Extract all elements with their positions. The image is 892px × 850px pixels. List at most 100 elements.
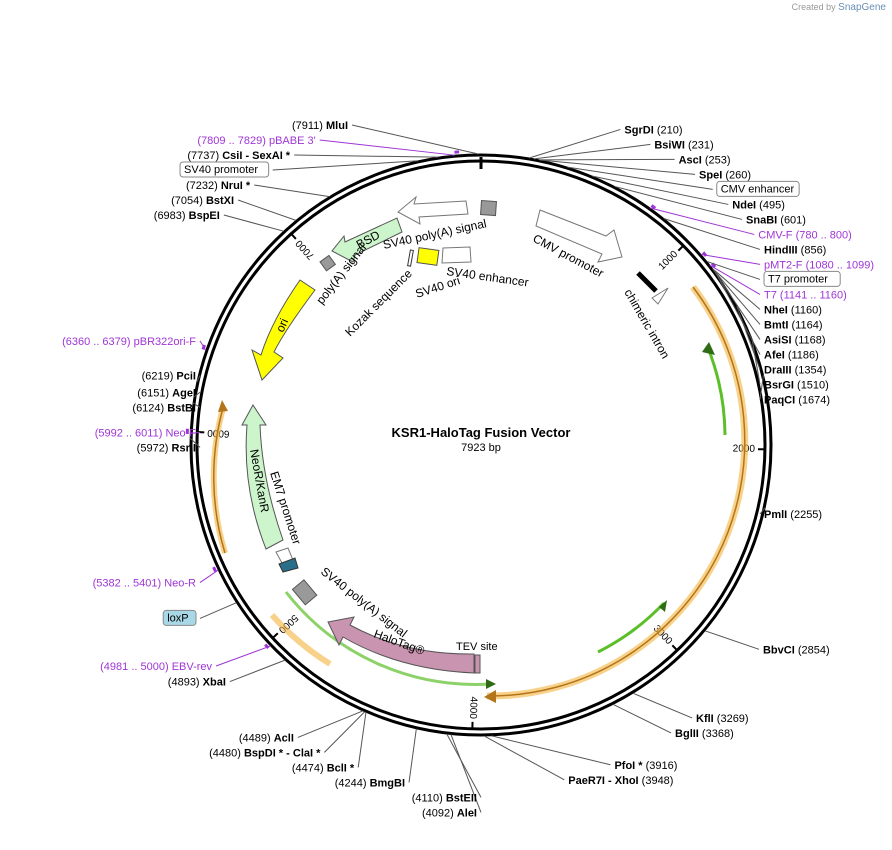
cmv-promoter-arrow <box>535 209 623 263</box>
site-pos: (7054) <box>171 195 206 207</box>
site-pos: (6219) <box>142 370 177 382</box>
site-leader-line <box>254 184 330 198</box>
primer-name: Neo-R <box>164 578 196 590</box>
tick-mark <box>290 233 297 240</box>
site-name: KflI <box>696 713 714 725</box>
sv40-polya-top-arrow <box>397 195 469 225</box>
feature-box-label: CMV enhancer <box>721 183 795 195</box>
site-name: NheI <box>764 304 788 316</box>
primer-pos: (5382 .. 5401) <box>93 578 165 590</box>
site-name: AsiSI <box>764 334 792 346</box>
kozak-label: Kozak sequence <box>342 266 415 339</box>
site-leader-line <box>357 712 367 768</box>
site-pos: (6151) <box>137 387 172 399</box>
site-name: BsrGI <box>764 379 794 391</box>
site-label: (4489) AclI <box>239 732 294 744</box>
site-pos: (601) <box>777 214 806 226</box>
site-leader-line <box>190 431 201 435</box>
sv40-ori-marker <box>407 249 414 267</box>
site-name: SpeI <box>699 169 722 181</box>
site-pos: (4110) <box>412 792 446 804</box>
site-label: BglII (3368) <box>675 728 734 740</box>
site-name: NdeI <box>732 199 756 211</box>
site-labels: (7911) MluI(7809 .. 7829) pBABE 3'(7737)… <box>62 120 874 819</box>
site-label: DraIII (1354) <box>764 364 826 376</box>
ori-arrow <box>251 279 316 381</box>
feature-label-box <box>179 161 270 178</box>
neor-arrow <box>241 404 284 550</box>
site-label: (4893) XbaI <box>168 677 226 689</box>
site-leader-line <box>713 269 761 340</box>
site-label: BsiWI (231) <box>654 139 713 151</box>
site-label: (7911) MluI <box>292 120 348 132</box>
site-name: BstBI <box>167 402 196 414</box>
site-name: NruI * <box>221 180 251 192</box>
site-pos: (1510) <box>794 379 829 391</box>
site-name: BbvCI <box>763 644 795 656</box>
site-pos: (495) <box>756 199 785 211</box>
tick-mark <box>677 245 685 252</box>
site-label: (6124) BstBI <box>132 402 196 414</box>
green-arrow-1 <box>706 347 727 436</box>
feature-group <box>210 195 749 703</box>
sv40-polya-bottom-box <box>291 579 318 606</box>
primer-pos: (1080 .. 1099) <box>806 259 875 271</box>
site-label: PaqCI (1674) <box>764 394 830 406</box>
primer-name: pBABE 3' <box>269 135 316 147</box>
site-pos: (1354) <box>792 364 827 376</box>
primer-pos: (5992 .. 6011) <box>95 427 166 439</box>
site-pos: (231) <box>685 139 714 151</box>
tev-label: TEV site <box>456 641 498 653</box>
site-leader-line <box>706 260 761 280</box>
site-label: (7232) NruI * <box>186 180 251 192</box>
site-leader-line <box>199 569 219 583</box>
polya-signal-box <box>319 254 337 272</box>
site-label: AscI (253) <box>679 154 731 166</box>
site-leader-line <box>223 214 284 232</box>
kozak-yellow-box <box>416 247 440 266</box>
primer-pos: (6360 .. 6379) <box>62 336 134 348</box>
site-label: (6151) AgeI <box>137 387 196 399</box>
site-label: SgrDI (210) <box>624 124 682 136</box>
site-label: CMV-F (780 .. 800) <box>758 229 852 241</box>
site-name: RsrII <box>172 442 196 454</box>
site-pos: (2854) <box>795 644 830 656</box>
site-pos: (5972) <box>137 442 172 454</box>
site-label: (5992 .. 6011) Neo-F <box>95 427 197 439</box>
site-pos: (7911) <box>292 120 326 132</box>
site-pos: (4893) <box>168 677 203 689</box>
site-leader-line <box>649 207 755 235</box>
site-pos: (7232) <box>186 180 221 192</box>
bsd-arrow <box>331 217 403 263</box>
orf-band-arrow <box>484 690 496 703</box>
site-leader-line <box>351 124 479 155</box>
site-name: AfeI <box>764 349 785 361</box>
site-leader-line <box>533 143 651 160</box>
site-name: BstXI <box>206 195 234 207</box>
plasmid-name: KSR1-HaloTag Fusion Vector <box>392 425 571 440</box>
site-label: (7054) BstXI <box>171 195 234 207</box>
site-label: (4480) BspDI * - ClaI * <box>209 747 321 759</box>
site-label: (5972) RsrII <box>137 442 196 454</box>
site-pos: (3916) <box>643 760 678 772</box>
site-pos: (7737) <box>187 150 222 162</box>
site-leader-line <box>229 659 286 683</box>
tick-mark <box>271 632 279 639</box>
site-leader-line <box>529 128 621 159</box>
site-pos: (3368) <box>699 728 734 740</box>
site-name: BmgBI <box>370 777 405 789</box>
site-name: AclI <box>274 732 294 744</box>
site-label: SpeI (260) <box>699 169 751 181</box>
site-name: SgrDI <box>624 124 653 136</box>
site-pos: (4244) <box>335 777 370 789</box>
site-leader-line <box>632 692 693 719</box>
site-extra: - ClaI * <box>283 747 321 759</box>
site-label: PaeR7I - XhoI (3948) <box>568 775 673 787</box>
site-leader-line <box>294 154 439 158</box>
primer-name: CMV-F <box>758 229 795 241</box>
site-leader-line <box>189 437 201 448</box>
site-label: (4981 .. 5000) EBV-rev <box>100 661 212 673</box>
site-label: BsrGI (1510) <box>764 379 829 391</box>
chimeric-intron-label: chimeric intron <box>621 287 672 362</box>
site-leader-line <box>712 269 761 325</box>
